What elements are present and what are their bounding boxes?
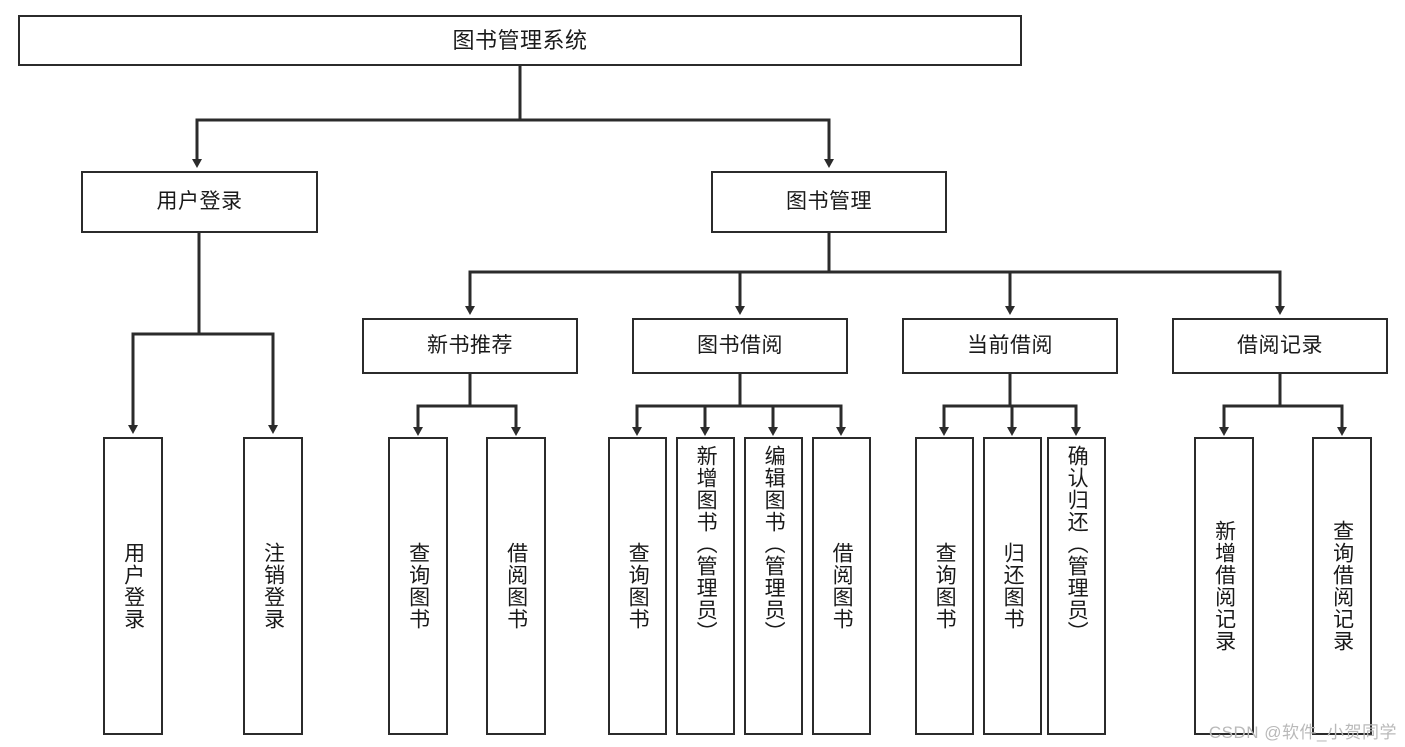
node-leaf-query-book-current[interactable]: 查询图书 — [915, 437, 974, 735]
node-leaf-query-borrow-record-label: 查询借阅记录 — [1330, 520, 1354, 652]
csdn-watermark: CSDN @软件_小贺同学 — [1208, 723, 1397, 742]
node-leaf-user-logout[interactable]: 注销登录 — [243, 437, 303, 735]
node-leaf-borrow-book[interactable]: 借阅图书 — [812, 437, 871, 735]
node-book-management[interactable]: 图书管理 — [711, 171, 947, 233]
node-leaf-user-login[interactable]: 用户登录 — [103, 437, 163, 735]
node-leaf-add-book[interactable]: 新增图书（管理员） — [676, 437, 735, 735]
node-leaf-return-book-label: 归还图书 — [1001, 542, 1025, 630]
node-book-borrow[interactable]: 图书借阅 — [632, 318, 848, 374]
node-root[interactable]: 图书管理系统 — [18, 15, 1022, 66]
node-leaf-edit-book-label: 编辑图书（管理员） — [762, 445, 786, 643]
node-leaf-borrow-book-recommend[interactable]: 借阅图书 — [486, 437, 546, 735]
node-leaf-query-book-borrow-label: 查询图书 — [626, 542, 650, 630]
node-leaf-query-book-borrow[interactable]: 查询图书 — [608, 437, 667, 735]
node-leaf-borrow-book-recommend-label: 借阅图书 — [504, 542, 528, 630]
node-leaf-query-borrow-record[interactable]: 查询借阅记录 — [1312, 437, 1372, 735]
node-leaf-confirm-return[interactable]: 确认归还（管理员） — [1047, 437, 1106, 735]
node-leaf-add-borrow-record-label: 新增借阅记录 — [1212, 520, 1236, 652]
node-leaf-edit-book[interactable]: 编辑图书（管理员） — [744, 437, 803, 735]
node-leaf-confirm-return-label: 确认归还（管理员） — [1065, 445, 1089, 643]
node-new-book-recommend[interactable]: 新书推荐 — [362, 318, 578, 374]
node-leaf-borrow-book-label: 借阅图书 — [830, 542, 854, 630]
node-leaf-user-logout-label: 注销登录 — [261, 542, 285, 630]
node-leaf-add-borrow-record[interactable]: 新增借阅记录 — [1194, 437, 1254, 735]
node-leaf-query-book-recommend[interactable]: 查询图书 — [388, 437, 448, 735]
node-leaf-return-book[interactable]: 归还图书 — [983, 437, 1042, 735]
node-leaf-query-book-current-label: 查询图书 — [933, 542, 957, 630]
node-user-login-label: 用户登录 — [156, 189, 243, 213]
node-leaf-user-login-label: 用户登录 — [121, 542, 145, 630]
node-leaf-add-book-label: 新增图书（管理员） — [694, 445, 718, 643]
node-book-management-label: 图书管理 — [786, 189, 872, 213]
node-borrow-record-label: 借阅记录 — [1237, 333, 1323, 357]
node-current-borrow-label: 当前借阅 — [967, 333, 1053, 357]
node-user-login[interactable]: 用户登录 — [81, 171, 318, 233]
node-leaf-query-book-recommend-label: 查询图书 — [406, 542, 430, 630]
node-root-label: 图书管理系统 — [452, 27, 588, 53]
node-borrow-record[interactable]: 借阅记录 — [1172, 318, 1388, 374]
node-current-borrow[interactable]: 当前借阅 — [902, 318, 1118, 374]
node-book-borrow-label: 图书借阅 — [697, 333, 783, 357]
node-new-book-recommend-label: 新书推荐 — [427, 333, 513, 357]
